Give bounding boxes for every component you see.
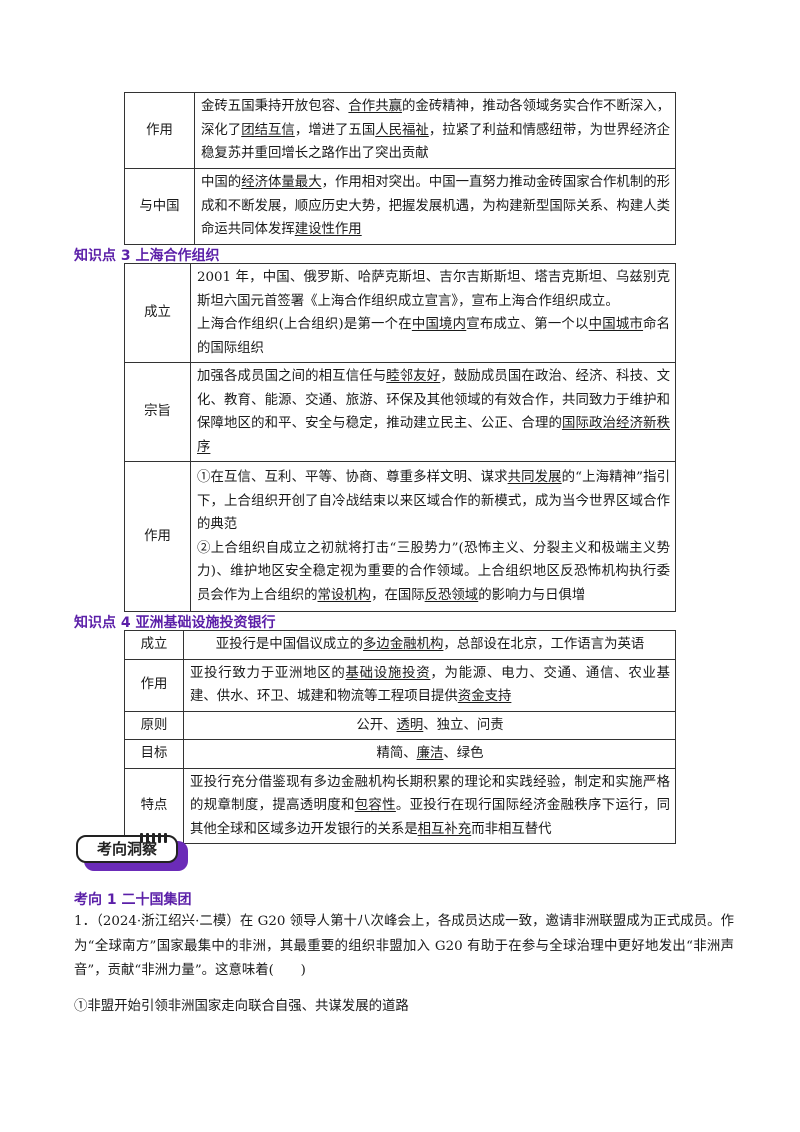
table-row: 目标 精简、廉洁、绿色 xyxy=(124,739,676,769)
row-content: 2001 年，中国、俄罗斯、哈萨克斯坦、吉尔吉斯斯坦、塔吉克斯坦、乌兹别克斯坦六… xyxy=(190,263,676,363)
table-row: 作用 亚投行致力于亚洲地区的基础设施投资，为能源、电力、交通、通信、农业基建、供… xyxy=(124,658,676,712)
underlined-key-term: 多边金融机构 xyxy=(363,637,444,652)
exam-direction-1-heading: 考向 1 二十国集团 xyxy=(74,892,192,908)
cell-paragraph: 上海合作组织(上合组织)是第一个在中国境内宣布成立、第一个以中国城市命名的国际组… xyxy=(197,313,670,360)
text-segment: ①在互信、互利、平等、协商、尊重多样文明、谋求 xyxy=(197,470,508,485)
row-content: 亚投行致力于亚洲地区的基础设施投资，为能源、电力、交通、通信、农业基建、供水、环… xyxy=(183,658,676,712)
underlined-key-term: 中国城市 xyxy=(588,317,644,332)
table-row: 成立 2001 年，中国、俄罗斯、哈萨克斯坦、吉尔吉斯斯坦、塔吉克斯坦、乌兹别克… xyxy=(124,263,676,363)
text-segment: 亚投行是中国倡议成立的 xyxy=(215,637,364,652)
row-content: 金砖五国秉持开放包容、合作共赢的金砖精神，推动各领域务实合作不断深入，深化了团结… xyxy=(194,92,676,169)
section-badge: 考向洞察 xyxy=(76,833,188,871)
row-content: 亚投行是中国倡议成立的多边金融机构，总部设在北京，工作语言为英语 xyxy=(183,630,676,660)
row-label: 目标 xyxy=(124,739,184,769)
question-1-option-1: ①非盟开始引领非洲国家走向联合自强、共谋发展的道路 xyxy=(74,999,409,1014)
underlined-key-term: 常设机构 xyxy=(317,587,372,603)
underlined-key-term: 廉洁 xyxy=(416,746,444,761)
text-segment: 金砖五国秉持开放包容、 xyxy=(201,99,349,115)
underlined-key-term: 合作共赢 xyxy=(348,99,403,115)
underlined-key-term: 基础设施投资 xyxy=(345,665,431,681)
underlined-key-term: 共同发展 xyxy=(507,470,562,485)
row-label: 特点 xyxy=(124,767,184,844)
text-segment: ②上合组织自成立之初就将打击“三股势力”(恐怖主义、分裂主义和极端主义势力)、维… xyxy=(197,540,670,603)
underlined-key-term: 睦邻友好 xyxy=(386,369,441,384)
underlined-key-term: 中国境内 xyxy=(411,317,467,332)
text-segment: 2001 年，中国、俄罗斯、哈萨克斯坦、吉尔吉斯斯坦、塔吉克斯坦、乌兹别克斯坦六… xyxy=(197,270,670,309)
underlined-key-term: 相互补充 xyxy=(417,821,472,837)
underlined-key-term: 包容性 xyxy=(354,798,396,813)
text-segment: 宣布成立、第一个以 xyxy=(466,317,589,332)
text-segment: ，拉紧了利益和情感纽带，为世界经济企稳复苏并重回增长之路作出了突出贡献 xyxy=(201,122,671,162)
table-row: 与中国 中国的经济体量最大，作用相对突出。中国一直努力推动金砖国家合作机制的形成… xyxy=(124,168,676,245)
text-segment: ，总部设在北京，工作语言为英语 xyxy=(443,637,645,652)
text-segment: 的影响力与日俱增 xyxy=(478,587,586,603)
underlined-key-term: 人民福祉 xyxy=(375,122,429,138)
text-segment: 而非相互替代 xyxy=(471,821,552,837)
cell-paragraph: 2001 年，中国、俄罗斯、哈萨克斯坦、吉尔吉斯斯坦、塔吉克斯坦、乌兹别克斯坦六… xyxy=(197,266,670,313)
table-row: 作用 金砖五国秉持开放包容、合作共赢的金砖精神，推动各领域务实合作不断深入，深化… xyxy=(124,92,676,169)
underlined-key-term: 团结互信 xyxy=(241,122,295,138)
text-segment: 的金砖精神，推动各领域务实合作不断深入，深化了 xyxy=(201,99,671,138)
table-row: 特点 亚投行充分借鉴现有多边金融机构长期积累的理论和实践经验，制定和实施严格的规… xyxy=(124,767,676,844)
row-label: 与中国 xyxy=(124,168,195,245)
text-segment: 加强各成员国之间的相互信任与 xyxy=(197,369,387,384)
text-segment: 公开、 xyxy=(356,717,397,733)
text-segment: 、绿色 xyxy=(443,746,484,761)
row-label: 作用 xyxy=(124,92,195,169)
underlined-key-term: 反恐领域 xyxy=(424,587,479,603)
underlined-key-term: 经济体量最大 xyxy=(241,175,322,190)
text-segment: ，在国际 xyxy=(371,587,425,603)
text-segment: 亚投行充分借鉴现有多边金融机构长期积累的理论和实践经验，制定和实施严格的规章制度… xyxy=(190,774,670,814)
row-label: 作用 xyxy=(124,461,191,612)
underlined-key-term: 资金支持 xyxy=(457,689,512,704)
sco-table: 成立 2001 年，中国、俄罗斯、哈萨克斯坦、吉尔吉斯斯坦、塔吉克斯坦、乌兹别克… xyxy=(124,263,676,612)
text-segment: ，作用相对突出。中国一直努力推动金砖国家合作机制的形成和不断发展，顺应历史大势，… xyxy=(201,175,671,237)
text-segment: ，增进了五国 xyxy=(294,122,376,138)
cell-paragraph: ②上合组织自成立之初就将打击“三股势力”(恐怖主义、分裂主义和极端主义势力)、维… xyxy=(197,537,670,608)
text-segment: ，为能源、电力、交通、通信、农业基建、供水、环卫、城建和物流等工程项目提供 xyxy=(190,665,671,705)
text-segment: 、独立、问责 xyxy=(423,717,504,733)
underlined-key-term: 建设性作用 xyxy=(294,222,362,237)
text-segment: ，鼓励成员国在政治、经济、科技、文化、教育、能源、交通、旅游、环保及其他领域的有… xyxy=(197,369,671,431)
row-content: 公开、透明、独立、问责 xyxy=(183,710,676,740)
text-segment: 。亚投行在现行国际经济金融秩序下运行，同其他全球和区域多边开发银行的关系是 xyxy=(190,798,671,837)
row-content: 亚投行充分借鉴现有多边金融机构长期积累的理论和实践经验，制定和实施严格的规章制度… xyxy=(183,767,676,844)
row-content: 中国的经济体量最大，作用相对突出。中国一直努力推动金砖国家合作机制的形成和不断发… xyxy=(194,168,676,245)
underlined-key-term: 透明 xyxy=(396,717,424,733)
row-content: 精简、廉洁、绿色 xyxy=(183,739,676,769)
row-content: ①在互信、互利、平等、协商、尊重多样文明、谋求共同发展的“上海精神”指引下，上合… xyxy=(190,461,676,612)
text-segment: 亚投行致力于亚洲地区的 xyxy=(190,665,346,681)
brics-table: 作用 金砖五国秉持开放包容、合作共赢的金砖精神，推动各领域务实合作不断深入，深化… xyxy=(124,92,676,245)
text-segment: 命名的国际组织 xyxy=(197,317,671,356)
table-row: 成立 亚投行是中国倡议成立的多边金融机构，总部设在北京，工作语言为英语 xyxy=(124,630,676,660)
text-segment: 上海合作组织(上合组织)是第一个在 xyxy=(197,317,412,332)
text-segment: 精简、 xyxy=(376,746,417,761)
cell-paragraph: 加强各成员国之间的相互信任与睦邻友好，鼓励成员国在政治、经济、科技、文化、教育、… xyxy=(197,365,670,459)
row-label: 作用 xyxy=(124,658,184,712)
text-segment: 中国的 xyxy=(201,175,242,190)
row-label: 原则 xyxy=(124,710,184,740)
binder-rings-icon xyxy=(140,828,174,843)
text-segment: 的“上海精神”指引下，上合组织开创了自冷战结束以来区域合作的新模式，成为当今世界… xyxy=(197,470,670,532)
aiib-table: 成立 亚投行是中国倡议成立的多边金融机构，总部设在北京，工作语言为英语 作用 亚… xyxy=(124,630,676,844)
table-row: 作用 ①在互信、互利、平等、协商、尊重多样文明、谋求共同发展的“上海精神”指引下… xyxy=(124,461,676,612)
knowledge-point-3-heading: 知识点 3 上海合作组织 xyxy=(74,248,220,264)
badge-label: 考向洞察 xyxy=(76,835,178,863)
table-row: 原则 公开、透明、独立、问责 xyxy=(124,710,676,740)
row-label: 成立 xyxy=(124,263,191,363)
row-label: 成立 xyxy=(124,630,184,660)
row-label: 宗旨 xyxy=(124,362,191,462)
cell-paragraph: ①在互信、互利、平等、协商、尊重多样文明、谋求共同发展的“上海精神”指引下，上合… xyxy=(197,466,670,537)
table-row: 宗旨 加强各成员国之间的相互信任与睦邻友好，鼓励成员国在政治、经济、科技、文化、… xyxy=(124,362,676,462)
knowledge-point-4-heading: 知识点 4 亚洲基础设施投资银行 xyxy=(74,615,276,631)
question-1-stem: 1．（2024·浙江绍兴·二模）在 G20 领导人第十八次峰会上，各成员达成一致… xyxy=(74,914,734,978)
underlined-key-term: 国际政治经济新秩序 xyxy=(197,416,671,455)
row-content: 加强各成员国之间的相互信任与睦邻友好，鼓励成员国在政治、经济、科技、文化、教育、… xyxy=(190,362,676,462)
